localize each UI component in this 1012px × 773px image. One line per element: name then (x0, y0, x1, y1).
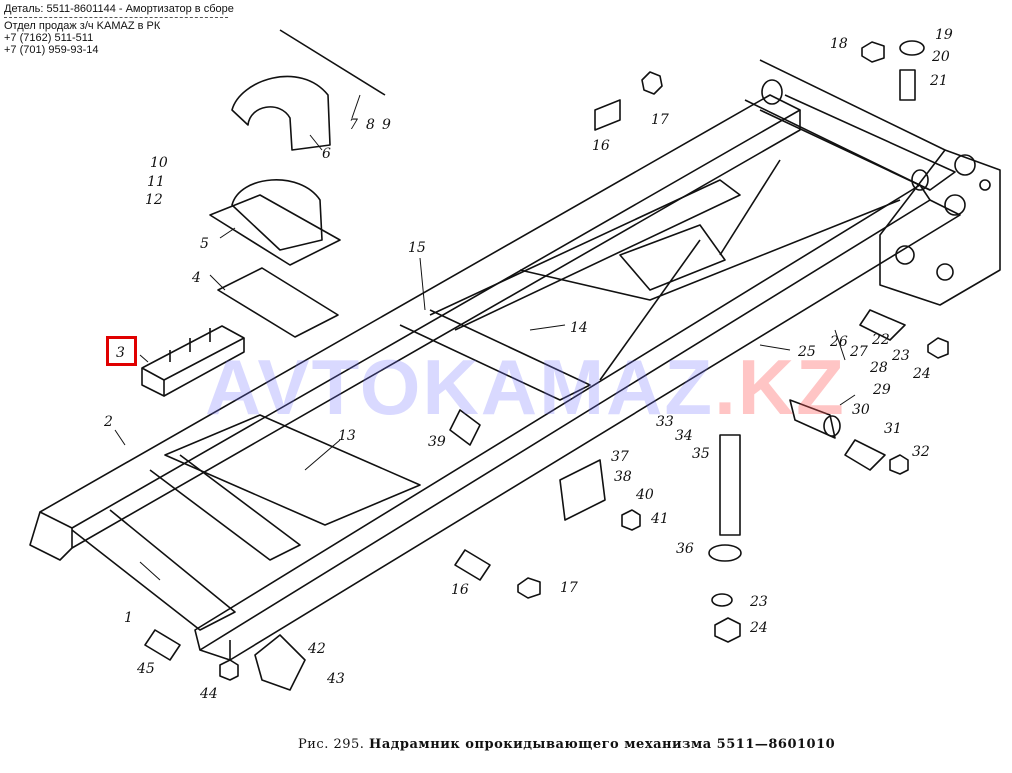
label-38: 38 (614, 469, 632, 485)
label-26: 26 (829, 334, 848, 350)
part-13-plate (164, 414, 421, 526)
label-30: 30 (852, 402, 870, 418)
label-2: 2 (103, 414, 113, 430)
part-42-bracket (254, 634, 306, 691)
header-divider (4, 17, 228, 18)
label-40: 40 (635, 487, 654, 503)
part-3-pad (141, 325, 245, 397)
label-14: 14 (570, 320, 588, 336)
label-23-lower: 23 (749, 594, 768, 610)
subframe-rail-left (29, 94, 801, 561)
washers (708, 40, 925, 607)
leader-lines (114, 94, 856, 581)
label-17-lower: 17 (560, 580, 578, 596)
label-10: 10 (150, 155, 168, 171)
label-32: 32 (912, 444, 930, 460)
caption-prefix: Рис. 295. (298, 737, 365, 752)
label-9: 9 (382, 117, 391, 133)
label-13: 13 (338, 428, 356, 444)
subframe-rail-right (194, 184, 961, 661)
label-21: 21 (929, 73, 948, 89)
label-34: 34 (675, 428, 693, 444)
sales-dept-line: Отдел продаж з/ч KAMAZ в РК (4, 20, 161, 32)
pivot-tube (744, 59, 946, 191)
label-35: 35 (692, 446, 710, 462)
label-1: 1 (124, 610, 133, 626)
label-5: 5 (200, 236, 209, 252)
selected-part-highlight (106, 336, 137, 366)
label-16: 16 (592, 138, 610, 154)
label-39: 39 (428, 434, 446, 450)
part-7-rod (279, 29, 386, 96)
label-8: 8 (366, 117, 375, 133)
label-24: 24 (912, 366, 931, 382)
label-22: 22 (871, 332, 890, 348)
label-37: 37 (611, 449, 629, 465)
label-41: 41 (650, 511, 669, 527)
label-28: 28 (869, 360, 888, 376)
label-33: 33 (656, 414, 674, 430)
label-17: 17 (651, 112, 669, 128)
label-11: 11 (147, 174, 165, 190)
caption-title: Надрамник опрокидывающего механизма 5511… (369, 737, 836, 752)
part-37-bracket (559, 459, 606, 521)
label-25: 25 (797, 344, 816, 360)
figure-caption: Рис. 295. Надрамник опрокидывающего меха… (298, 737, 835, 752)
cross-members (71, 94, 956, 631)
label-44: 44 (199, 686, 218, 702)
label-45: 45 (136, 661, 155, 677)
phone-1: +7 (7162) 511-511 (4, 32, 94, 44)
part-5-support (209, 179, 341, 266)
bolts (144, 69, 916, 661)
label-3: 3 (116, 345, 125, 361)
label-16-lower: 16 (451, 582, 469, 598)
watermark-accent: .KZ (714, 343, 846, 431)
watermark-main: AVTOKAMAZ (205, 343, 715, 431)
label-4: 4 (191, 270, 201, 286)
nuts (219, 41, 949, 681)
part-30-pin (789, 399, 841, 439)
label-36: 36 (676, 541, 694, 557)
label-19: 19 (935, 27, 953, 43)
site-watermark: AVTOKAMAZ.KZ (205, 342, 846, 433)
page-header: Деталь: 5511-8601144 - Амортизатор в сбо… (4, 3, 234, 56)
label-18: 18 (830, 36, 848, 52)
label-15: 15 (408, 240, 426, 256)
label-31: 31 (884, 421, 902, 437)
detail-line: Деталь: 5511-8601144 - Амортизатор в сбо… (4, 3, 234, 15)
part-6-shell (231, 75, 331, 151)
label-29: 29 (872, 382, 891, 398)
label-23: 23 (891, 348, 910, 364)
label-7: 7 (349, 117, 358, 133)
label-43: 43 (326, 671, 345, 687)
label-20: 20 (931, 49, 950, 65)
label-12: 12 (145, 192, 163, 208)
label-42: 42 (307, 641, 326, 657)
part-number-labels: 1 2 3 4 5 6 7 8 9 10 11 12 13 14 15 16 1… (103, 27, 953, 702)
label-27: 27 (849, 344, 868, 360)
phone-2: +7 (701) 959-93-14 (4, 44, 99, 56)
label-24-lower: 24 (749, 620, 768, 636)
label-6: 6 (322, 146, 331, 162)
part-4-plate (217, 267, 339, 338)
